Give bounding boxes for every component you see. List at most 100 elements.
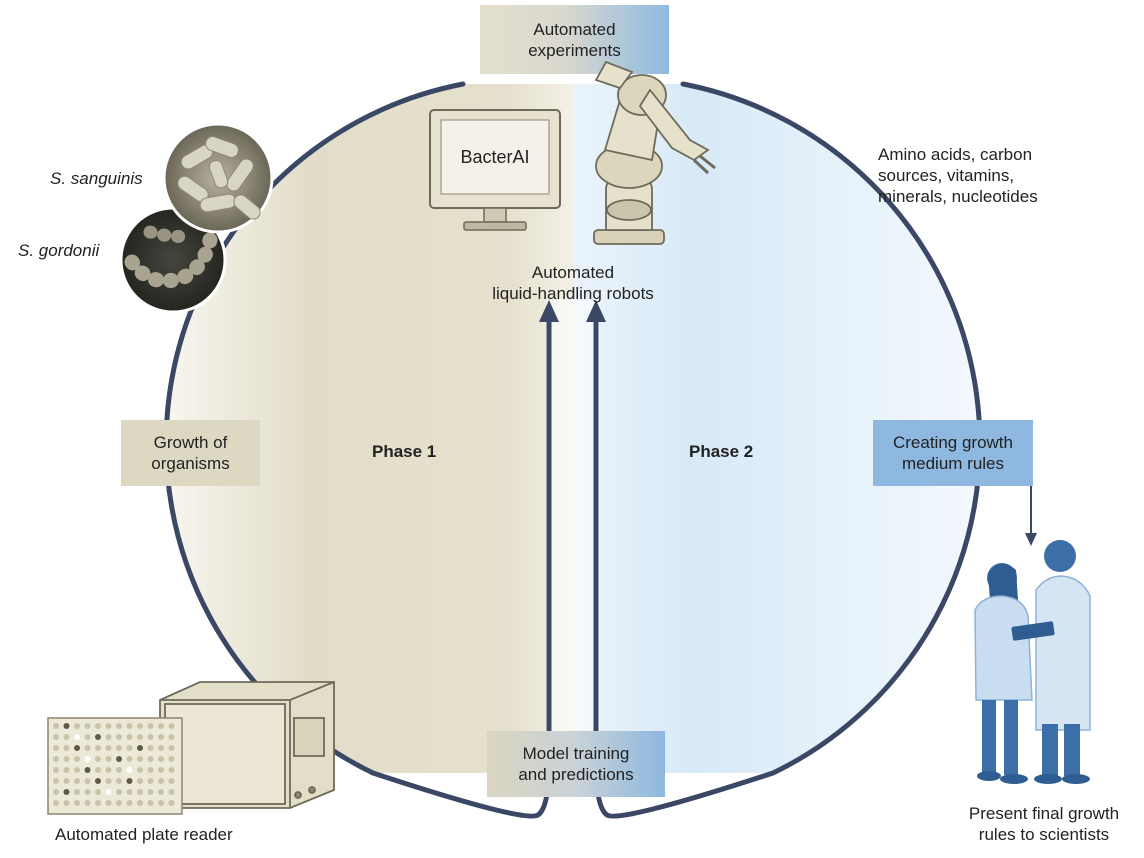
well xyxy=(158,734,164,740)
well xyxy=(95,789,101,795)
well xyxy=(74,756,80,762)
well xyxy=(137,723,143,729)
scientists-icon xyxy=(974,540,1091,784)
well xyxy=(137,778,143,784)
well xyxy=(147,778,154,784)
well xyxy=(137,800,143,806)
well xyxy=(84,789,91,795)
well xyxy=(105,745,112,751)
well xyxy=(116,800,122,806)
well xyxy=(137,745,143,751)
well xyxy=(84,745,91,751)
robot-arm-icon xyxy=(593,60,716,245)
well xyxy=(63,778,70,784)
well xyxy=(168,734,175,740)
well xyxy=(84,778,91,784)
well xyxy=(74,789,80,795)
phase1-region xyxy=(166,84,573,773)
well xyxy=(158,778,164,784)
well xyxy=(126,789,133,795)
well xyxy=(74,734,80,740)
well xyxy=(84,723,91,729)
cycle-left-arc xyxy=(163,81,552,819)
well xyxy=(137,756,143,762)
well xyxy=(105,800,112,806)
well xyxy=(116,767,122,773)
well xyxy=(126,800,133,806)
well xyxy=(53,723,59,729)
well xyxy=(168,767,175,773)
well xyxy=(105,723,112,729)
well xyxy=(74,723,80,729)
well xyxy=(95,800,101,806)
well xyxy=(53,800,59,806)
well xyxy=(116,778,122,784)
creating-rules-label: Creating growth medium rules xyxy=(892,433,1013,473)
present-rules-label: Present final growth rules to scientists xyxy=(968,804,1120,844)
well xyxy=(63,767,70,773)
well xyxy=(95,767,101,773)
well xyxy=(95,778,101,784)
well xyxy=(74,778,80,784)
well xyxy=(74,745,80,751)
well xyxy=(158,789,164,795)
well xyxy=(126,767,133,773)
well xyxy=(168,778,175,784)
well xyxy=(168,789,175,795)
plate-reader-icon xyxy=(159,681,335,809)
automated-experiments-label: Automated experiments xyxy=(528,19,621,60)
well xyxy=(63,734,70,740)
phase2-label: Phase 2 xyxy=(689,442,754,461)
well xyxy=(63,745,70,751)
well xyxy=(137,767,143,773)
well xyxy=(53,756,59,762)
cycle-right-arc xyxy=(593,81,983,819)
well xyxy=(105,734,112,740)
well xyxy=(147,800,154,806)
well xyxy=(63,800,70,806)
well xyxy=(95,745,101,751)
well xyxy=(137,789,143,795)
phase2-region xyxy=(573,84,980,773)
well xyxy=(95,723,101,729)
automated-experiments-box xyxy=(480,5,669,74)
well xyxy=(158,745,164,751)
well xyxy=(168,723,175,729)
well xyxy=(168,745,175,751)
well xyxy=(158,767,164,773)
well xyxy=(126,745,133,751)
arrow-up-right xyxy=(586,300,606,322)
well xyxy=(126,723,133,729)
creating-rules-box xyxy=(873,420,1033,486)
model-training-label: Model training and predictions xyxy=(518,744,634,784)
well xyxy=(84,756,91,762)
well xyxy=(63,756,70,762)
model-training-box xyxy=(487,731,665,797)
well xyxy=(95,734,101,740)
well xyxy=(147,734,154,740)
growth-of-organisms-label: Growth of organisms xyxy=(151,433,230,473)
well xyxy=(137,734,143,740)
well xyxy=(158,800,164,806)
well xyxy=(105,778,112,784)
well xyxy=(53,778,59,784)
well-plate-icon xyxy=(47,717,183,815)
well xyxy=(116,789,122,795)
well xyxy=(147,723,154,729)
s-sanguinis-label: S. sanguinis xyxy=(50,169,143,188)
well xyxy=(105,756,112,762)
well xyxy=(63,723,70,729)
well xyxy=(63,789,70,795)
nutrients-label: Amino acids, carbon sources, vitamins, m… xyxy=(878,145,1038,206)
well xyxy=(158,723,164,729)
well xyxy=(74,767,80,773)
well xyxy=(84,800,91,806)
robots-label: Automated liquid-handling robots xyxy=(492,263,654,303)
well xyxy=(53,767,59,773)
arrow-up-left xyxy=(539,300,559,322)
phase1-label: Phase 1 xyxy=(372,442,437,461)
well xyxy=(53,734,59,740)
plate-reader-label: Automated plate reader xyxy=(55,825,233,844)
